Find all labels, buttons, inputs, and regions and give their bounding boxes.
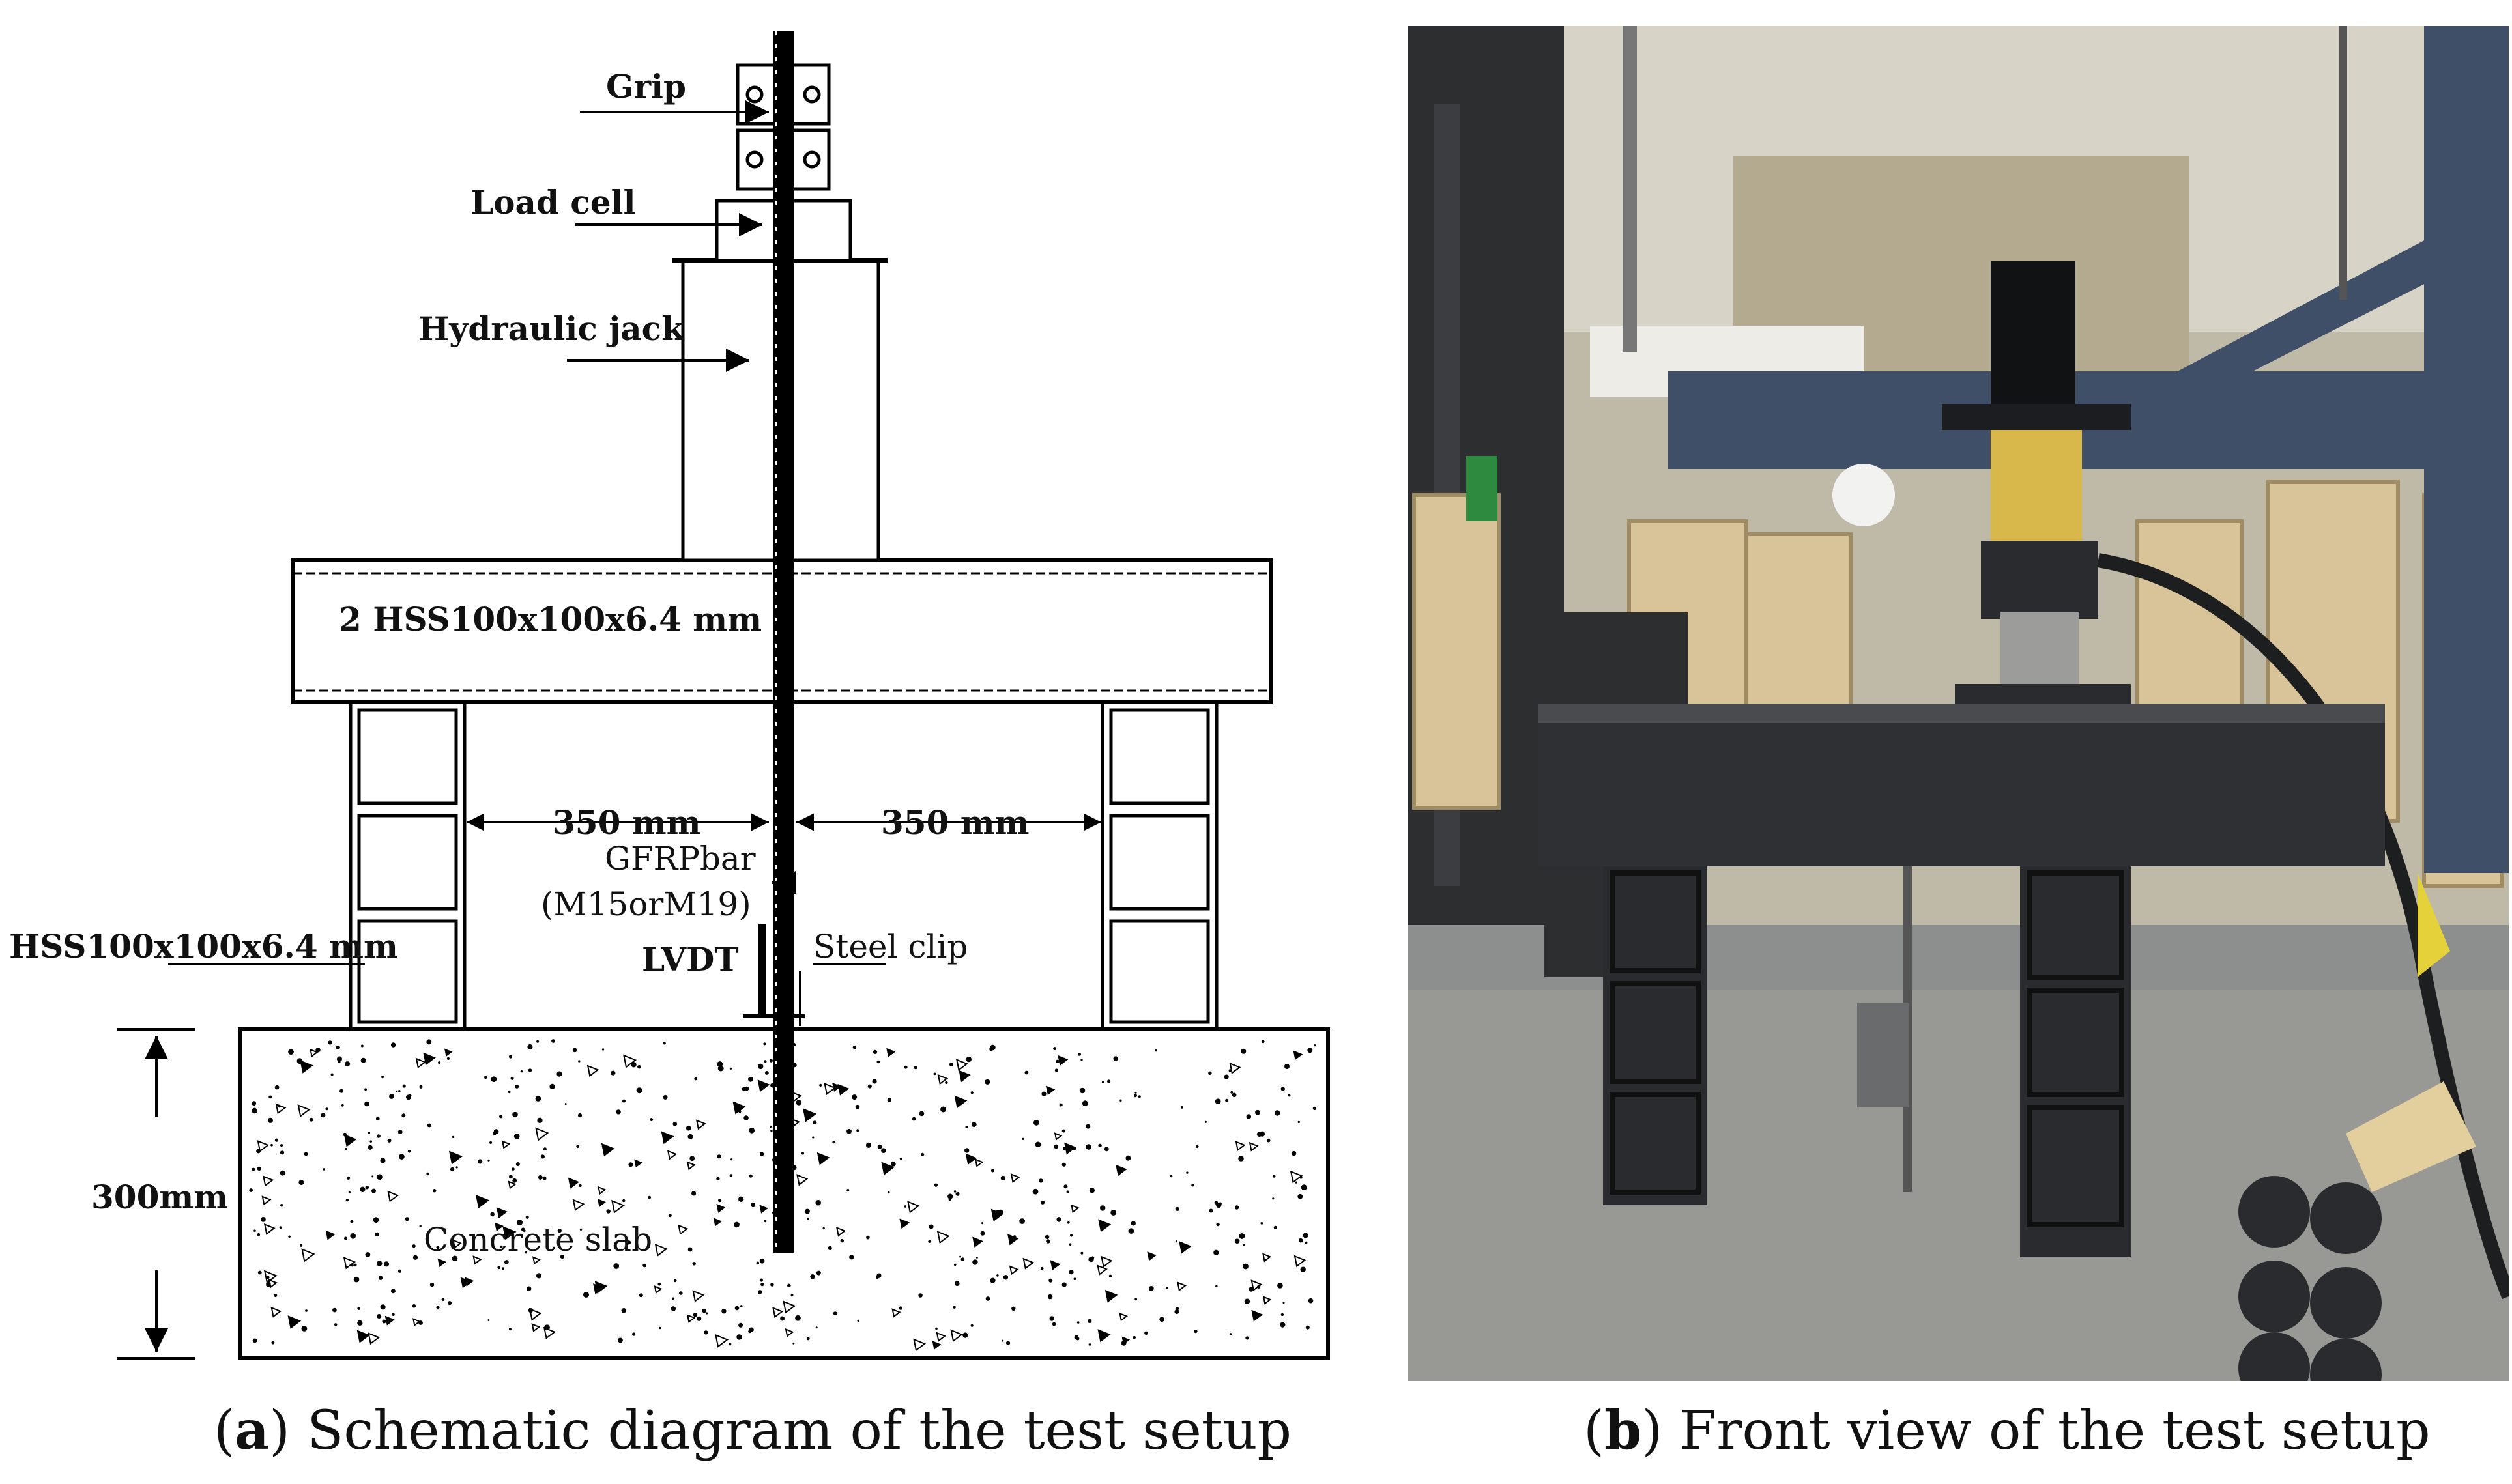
label-left-span: 350 mm [553, 803, 701, 842]
slab-dimension [117, 1028, 195, 1360]
label-gfrp-bar-size: (M15orM19) [541, 885, 751, 923]
caption-a-text: Schematic diagram of the test setup [290, 1400, 1292, 1462]
leader-arrows [168, 100, 886, 965]
label-support: HSS100x100x6.4 mm [9, 927, 398, 965]
schematic-panel: Grip Load cell Hydraulic jack 2 HSS100x1… [9, 31, 1330, 1360]
label-hydraulic-jack: Hydraulic jack [418, 309, 685, 348]
support-right [1101, 700, 1219, 1031]
label-load-cell: Load cell [470, 183, 636, 221]
label-concrete-slab: Concrete slab [424, 1221, 652, 1259]
caption-b-letter: b [1604, 1399, 1642, 1462]
caption-a-letter: a [235, 1399, 270, 1462]
label-right-span: 350 mm [881, 803, 1030, 842]
lvdt-device [743, 924, 805, 1026]
support-left [349, 700, 467, 1031]
label-grip: Grip [606, 67, 686, 106]
setup-photo [1408, 26, 2509, 1381]
caption-b-text: Front view of the test setup [1662, 1400, 2431, 1462]
caption-b: (b) Front view of the test setup [1583, 1399, 2431, 1462]
label-lvdt: LVDT [642, 940, 739, 978]
label-steel-clip: Steel clip [813, 928, 968, 965]
caption-a: (a) Schematic diagram of the test setup [214, 1399, 1292, 1462]
label-slab-thickness: 300mm [91, 1178, 228, 1216]
label-gfrp-bar: GFRPbar [605, 840, 756, 878]
label-beam: 2 HSS100x100x6.4 mm [339, 600, 762, 638]
